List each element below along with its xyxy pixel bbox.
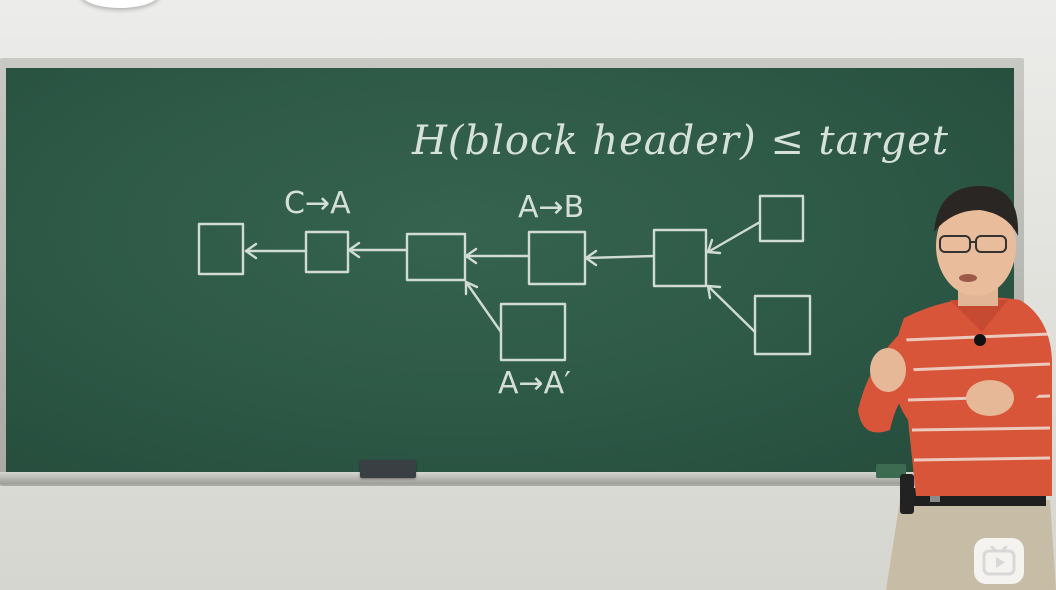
right-hand xyxy=(966,380,1014,416)
hash-target-formula: H(block header) ≤ target xyxy=(412,118,949,164)
transaction-label-a-to-a-prime: A→A′ xyxy=(498,366,571,401)
block-fork-bottom xyxy=(753,294,812,356)
transaction-label-a-to-b: A→B xyxy=(518,190,585,225)
block-fork-top xyxy=(758,194,805,243)
shirt-collar xyxy=(950,300,1008,332)
belt-pager xyxy=(900,474,914,514)
left-hand xyxy=(870,348,906,392)
block-5 xyxy=(652,228,708,288)
hash-pointer-arrows xyxy=(244,220,762,334)
chalk-tray xyxy=(0,472,1024,484)
board-eraser xyxy=(360,460,416,478)
block-3 xyxy=(405,232,467,282)
transaction-label-c-to-a: C→A xyxy=(284,186,351,221)
lapel-microphone xyxy=(974,334,986,346)
ceiling-lamp xyxy=(80,0,160,8)
glasses xyxy=(939,235,1007,253)
block-genesis xyxy=(197,222,245,276)
hair xyxy=(934,186,1019,236)
chalkboard xyxy=(6,68,1014,472)
play-icon xyxy=(982,546,1016,576)
chalk-piece xyxy=(876,464,906,478)
video-watermark xyxy=(974,538,1024,584)
